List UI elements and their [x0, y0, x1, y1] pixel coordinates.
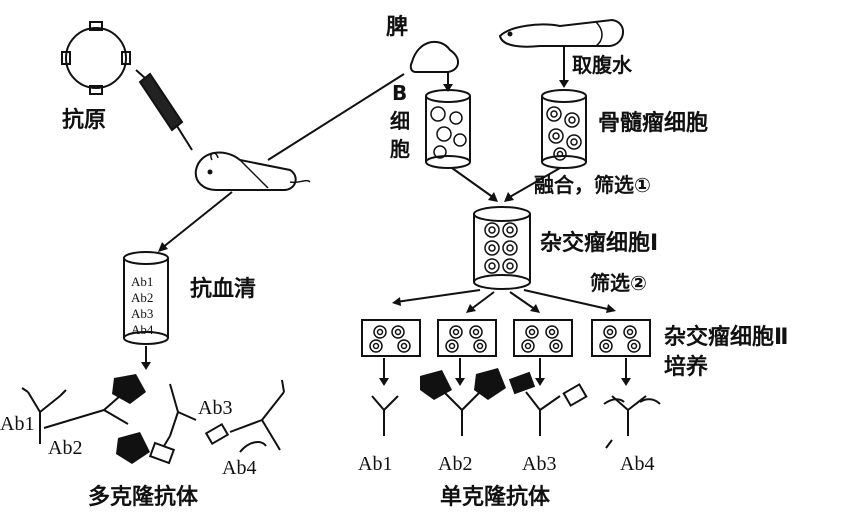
- culture-label: 培养: [664, 354, 708, 380]
- fusion-arrows: [451, 167, 561, 202]
- polyclonal-antibody-drawing: [21, 374, 285, 465]
- monoclonal-ab-label: Ab2: [438, 453, 472, 475]
- antigen-icon: [61, 21, 131, 95]
- polyclonal-ab-label: Ab3: [198, 397, 232, 419]
- well-2: [437, 319, 497, 357]
- screen2-label: 筛选②: [590, 271, 647, 295]
- mouse-to-spleen-line: [267, 73, 405, 161]
- antiserum-item: Ab1: [131, 274, 153, 289]
- well-1: [361, 319, 421, 357]
- antiserum-tube: [123, 251, 169, 345]
- syringe-icon: [135, 69, 193, 151]
- fusion-screen-label: 融合，筛选①: [534, 173, 651, 197]
- antigen-label: 抗原: [62, 107, 106, 133]
- monoclonal-label: 单克隆抗体: [440, 484, 551, 510]
- immunized-mouse-icon: [194, 151, 311, 191]
- antiserum-item: Ab3: [131, 306, 153, 321]
- well-4: [591, 319, 651, 357]
- myeloma-label: 骨髓瘤细胞: [598, 110, 708, 136]
- myeloma-tube: [541, 89, 587, 169]
- screen-arrows: [392, 289, 616, 313]
- antiserum-label: 抗血清: [190, 276, 256, 302]
- polyclonal-ab-label: Ab1: [0, 413, 34, 435]
- ascites-label: 取腹水: [572, 53, 633, 77]
- b-cell-label-b: B: [392, 81, 407, 105]
- polyclonal-ab-label: Ab2: [48, 437, 82, 459]
- monoclonal-ab-label: Ab4: [620, 453, 654, 475]
- polyclonal-label: 多克隆抗体: [88, 484, 199, 510]
- culture-arrows: [379, 358, 631, 386]
- antiserum-arrow: [141, 346, 151, 370]
- mouse-to-antiserum-arrow: [158, 191, 233, 252]
- well-3: [513, 319, 573, 357]
- b-cell-label-xi: 细: [390, 109, 410, 133]
- monoclonal-antibody-drawing: [371, 368, 661, 449]
- hybridoma2-label: 杂交瘤细胞Ⅱ: [664, 324, 789, 350]
- antiserum-item: Ab4: [131, 322, 154, 337]
- spleen-to-bcell-arrow: [443, 72, 453, 92]
- hybridoma1-tube: [473, 206, 531, 290]
- b-cell-label-bao: 胞: [390, 137, 410, 161]
- monoclonal-ab-label: Ab1: [358, 453, 392, 475]
- b-cell-tube: [425, 89, 471, 169]
- polyclonal-ab-label: Ab4: [222, 457, 256, 479]
- ascites-arrow: [559, 46, 569, 88]
- antiserum-item: Ab2: [131, 290, 153, 305]
- monoclonal-ab-label: Ab3: [522, 453, 556, 475]
- spleen-icon: [409, 40, 459, 73]
- hybridoma1-label: 杂交瘤细胞Ⅰ: [540, 230, 658, 256]
- myeloma-mouse-icon: [498, 18, 624, 48]
- spleen-label: 脾: [386, 15, 408, 40]
